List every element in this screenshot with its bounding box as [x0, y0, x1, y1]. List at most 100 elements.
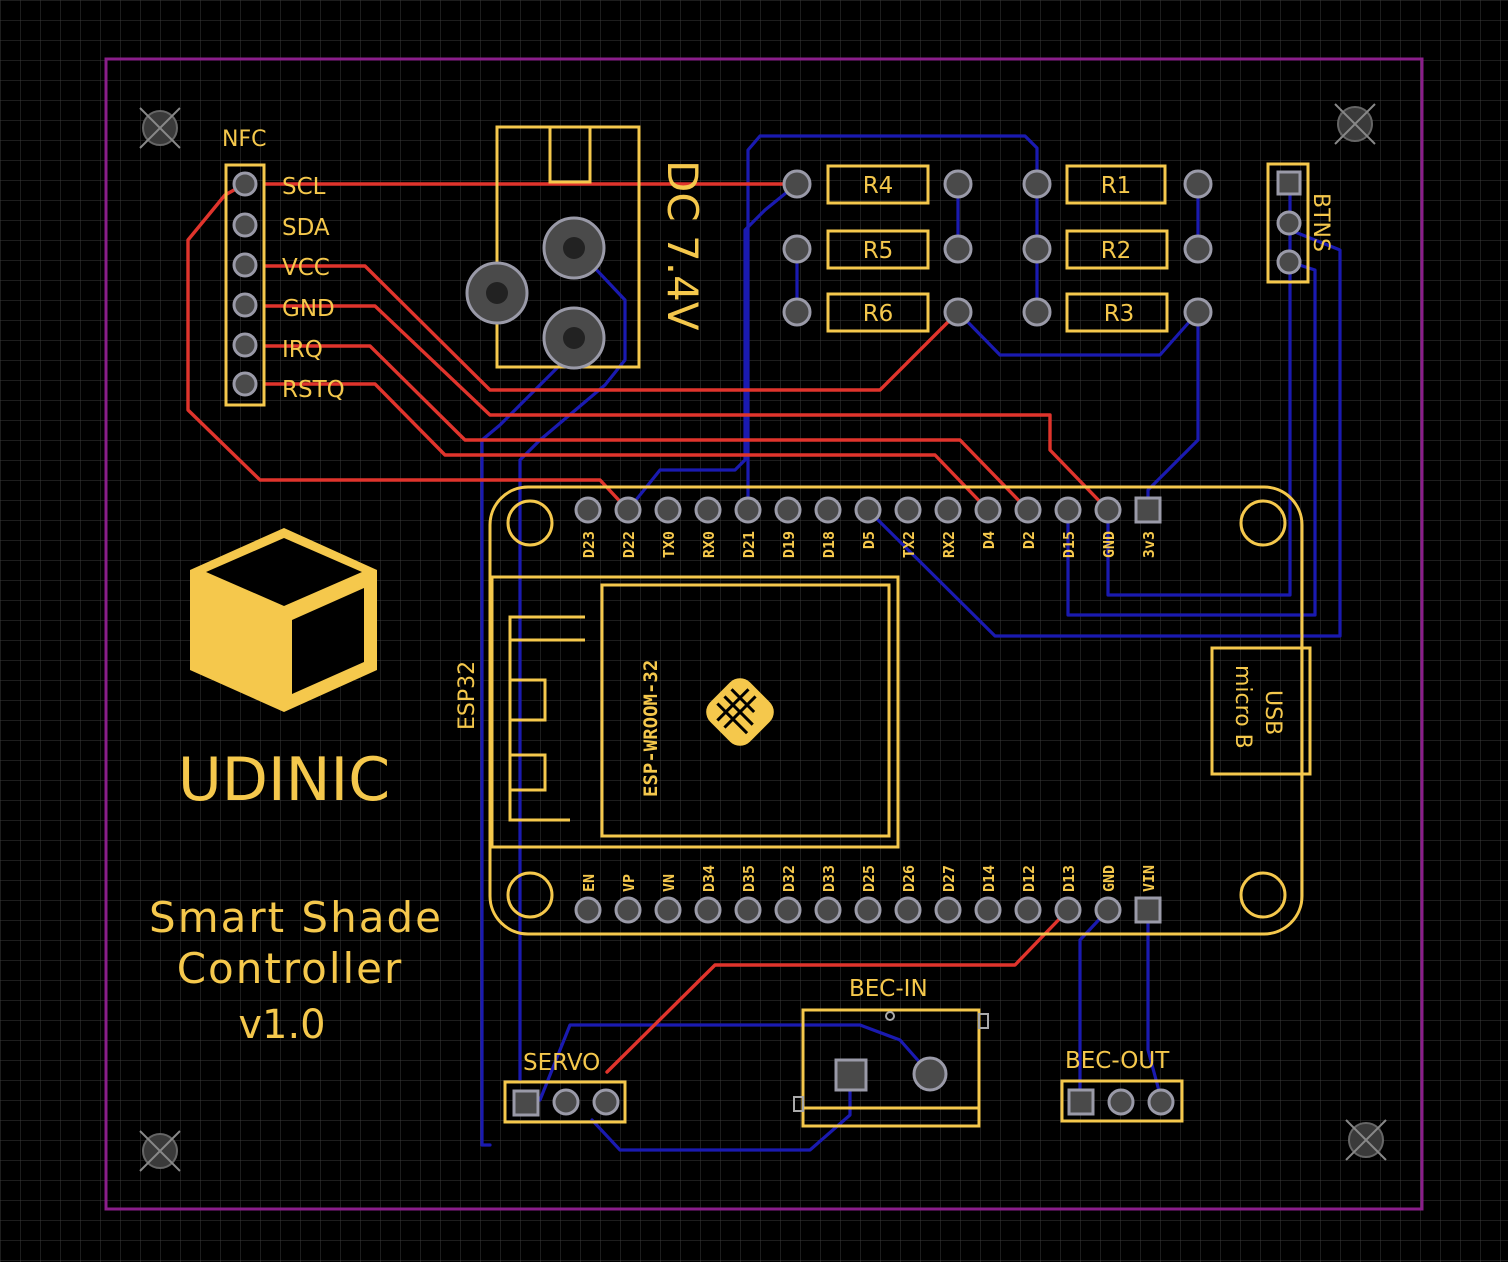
- esp32-pin-label: D19: [780, 531, 798, 558]
- resistor-r6: R6: [782, 292, 973, 333]
- bec-out-label: BEC-OUT: [1065, 1048, 1170, 1074]
- board-outline: [104, 57, 1424, 1211]
- esp32-pin-label: D35: [740, 865, 758, 892]
- esp32-pin-label: D23: [580, 531, 598, 558]
- nfc-pin-label: VCC: [282, 255, 330, 281]
- esp32-pin-pad: [1014, 496, 1042, 524]
- esp32-pin-pad: [894, 896, 922, 924]
- usb-label-line1: USB: [1260, 690, 1285, 735]
- esp32-pin-pad: [1134, 896, 1162, 924]
- mounting-hole-icon: [1345, 1119, 1387, 1161]
- nfc-pin-pad: [232, 292, 258, 318]
- esp32-pin-pad: [974, 896, 1002, 924]
- nfc-pin-pad: [232, 212, 258, 238]
- esp32-pin-label: D32: [780, 865, 798, 892]
- usb-label-line2: micro B: [1230, 665, 1255, 749]
- esp32-pin-label: RX2: [940, 531, 958, 558]
- bec-in-connector: BEC-IN: [793, 976, 989, 1128]
- esp32-pin-pad: [774, 896, 802, 924]
- mounting-holes: [139, 103, 1387, 1172]
- espressif-logo-icon: [706, 678, 774, 746]
- mounting-hole-icon: [139, 1130, 181, 1172]
- esp32-pin-label: TX0: [660, 531, 678, 558]
- esp32-pin-label: VIN: [1140, 865, 1158, 892]
- nfc-pin-label: SCL: [282, 174, 326, 200]
- nfc-pin-label: IRQ: [282, 337, 323, 363]
- esp32-pin-label: TX2: [900, 531, 918, 558]
- brand-name: UDINIC: [178, 745, 390, 815]
- nfc-pin-pad: [232, 332, 258, 358]
- esp32-pin-label: D2: [1020, 531, 1038, 549]
- esp32-pin-label: D25: [860, 865, 878, 892]
- esp32-pin-label: VN: [660, 874, 678, 892]
- nfc-pin-pad: [232, 171, 258, 197]
- esp32-pin-pad: [974, 496, 1002, 524]
- resistor-r2: R2: [1022, 229, 1213, 270]
- esp32-pin-label: D27: [940, 865, 958, 892]
- esp32-pin-pad: [1054, 896, 1082, 924]
- esp32-pin-label: D22: [620, 531, 638, 558]
- resistor-r4: R4: [782, 164, 973, 205]
- esp32-pin-label: D4: [980, 531, 998, 549]
- esp32-pin-label: VP: [620, 874, 638, 892]
- esp32-pin-pad: [814, 896, 842, 924]
- resistor-label: R6: [863, 301, 894, 327]
- esp32-pin-pad: [1094, 896, 1122, 924]
- esp32-pin-pad: [734, 896, 762, 924]
- resistors: R4 R5 R6 R1 R2 R3: [782, 164, 1213, 333]
- esp32-pin-pad: [854, 896, 882, 924]
- btns-header: BTNS: [1266, 162, 1333, 284]
- top-layer-traces: [186, 182, 1110, 1074]
- nfc-pin-label: SDA: [282, 215, 330, 241]
- esp32-board: ESP32 ESP-WROOM-32 D23 D22 TX0 RX0 D21 D19 D18…: [455, 485, 1304, 936]
- esp32-pin-pad: [614, 896, 642, 924]
- esp32-pin-pad: [814, 496, 842, 524]
- dc-jack: DC 7.4V: [465, 125, 707, 370]
- product-version: v1.0: [238, 1002, 325, 1048]
- esp32-module-label: ESP-WROOM-32: [640, 660, 662, 797]
- esp32-pin-pad: [894, 496, 922, 524]
- resistor-label: R4: [863, 173, 894, 199]
- nfc-pin-pad: [232, 252, 258, 278]
- nfc-pin-label: GND: [282, 296, 335, 322]
- nfc-pin-pad: [232, 371, 258, 397]
- resistor-r1: R1: [1022, 164, 1213, 205]
- mounting-hole-icon: [139, 107, 181, 149]
- esp32-pin-label: D21: [740, 531, 758, 558]
- esp32-pin-pad: [694, 896, 722, 924]
- esp32-pin-pad: [854, 496, 882, 524]
- esp32-pin-pad: [934, 496, 962, 524]
- dc-jack-label: DC 7.4V: [658, 160, 707, 331]
- esp32-pin-pad: [1134, 496, 1162, 524]
- bec-in-label: BEC-IN: [849, 976, 928, 1002]
- esp32-pin-label: GND: [1100, 531, 1118, 558]
- esp32-pin-label: 3v3: [1140, 531, 1158, 558]
- mounting-hole-icon: [1334, 103, 1376, 145]
- esp32-pin-pad: [654, 896, 682, 924]
- product-title-line2: Controller: [177, 944, 404, 993]
- esp32-pin-pad: [1054, 496, 1082, 524]
- esp32-pin-label: D18: [820, 531, 838, 558]
- esp32-pin-label: D15: [1060, 531, 1078, 558]
- esp32-pin-label: D14: [980, 865, 998, 892]
- esp32-label: ESP32: [455, 661, 480, 730]
- esp32-pin-pad: [694, 496, 722, 524]
- nfc-pin-label: RSTQ: [282, 377, 345, 403]
- esp32-pin-pad: [574, 896, 602, 924]
- esp32-pin-pad: [1094, 496, 1122, 524]
- resistor-r3: R3: [1022, 292, 1213, 333]
- esp32-pin-label: GND: [1100, 865, 1118, 892]
- esp32-pin-label: EN: [580, 874, 598, 892]
- resistor-label: R3: [1104, 301, 1135, 327]
- esp32-pin-label: RX0: [700, 531, 718, 558]
- bec-out-header: BEC-OUT: [1060, 1048, 1184, 1123]
- esp32-pin-pad: [574, 496, 602, 524]
- esp32-pin-pad: [934, 896, 962, 924]
- esp32-pin-pad: [654, 496, 682, 524]
- servo-header: SERVO: [503, 1050, 627, 1124]
- esp32-pin-label: D13: [1060, 865, 1078, 892]
- resistor-label: R1: [1101, 173, 1132, 199]
